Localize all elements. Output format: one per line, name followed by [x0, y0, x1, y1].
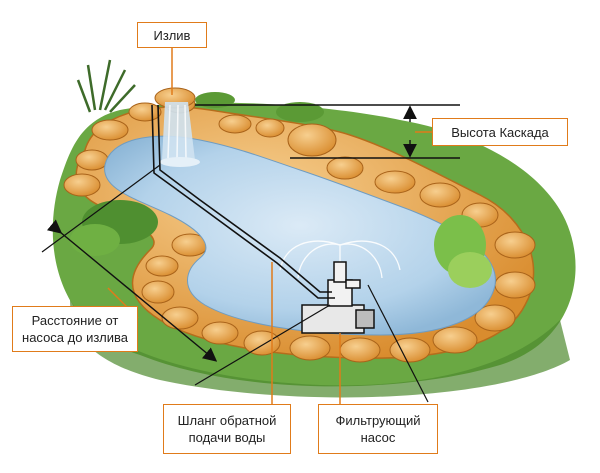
distance-ext-bottom	[194, 304, 331, 386]
cascade-height-label: Высота Каскада	[432, 118, 568, 146]
pump-pointer-line	[367, 284, 429, 403]
filter-pump-device	[301, 261, 375, 334]
distance-line	[46, 219, 218, 362]
distance-ext-top	[41, 164, 161, 253]
grass-shade	[70, 300, 570, 398]
pump-distance-label: Расстояние от насоса до излива	[12, 306, 138, 352]
filter-pump-label: Фильтрующий насос	[318, 404, 438, 454]
spout-label: Излив	[137, 22, 207, 48]
return-hose-line-2	[151, 104, 335, 299]
waterfall	[154, 87, 200, 167]
return-hose-label: Шланг обратной подачи воды	[163, 404, 291, 454]
return-hose-line	[157, 104, 332, 293]
